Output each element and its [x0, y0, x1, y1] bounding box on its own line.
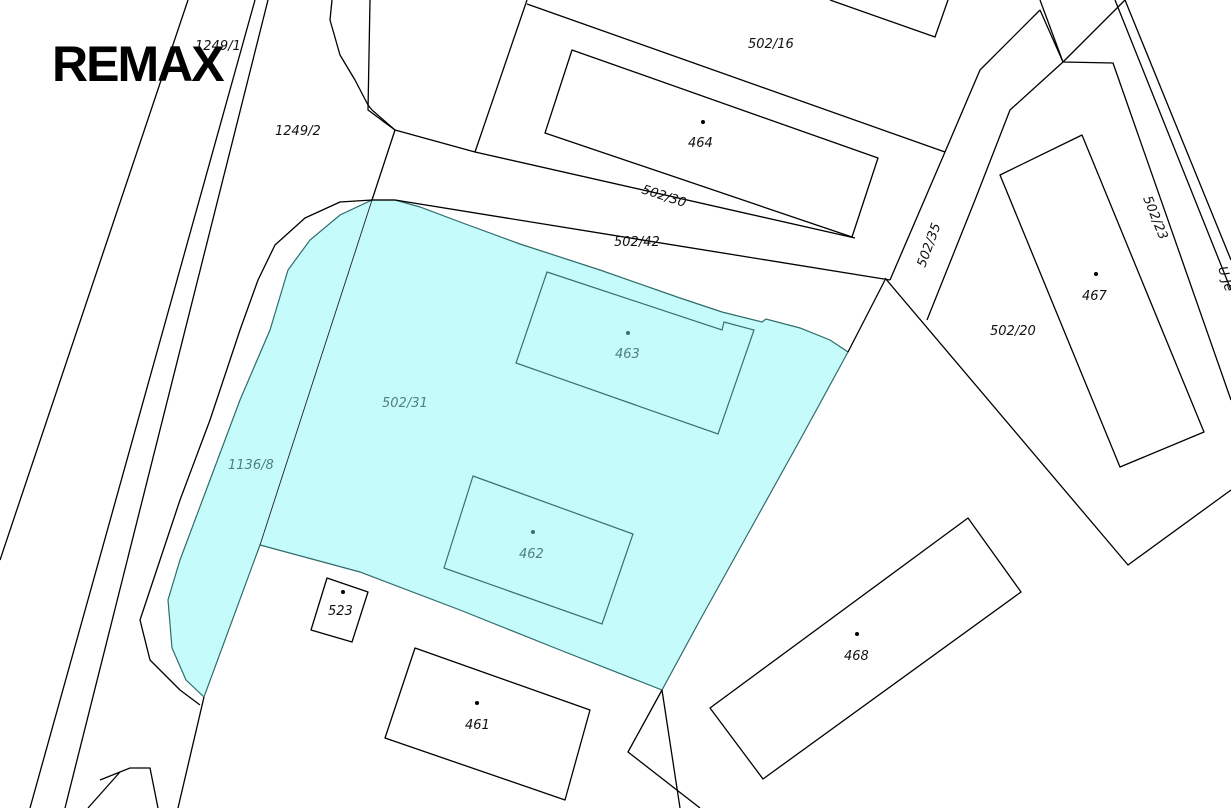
label-parcel-502-30: 502/30 — [640, 183, 688, 211]
boundary-top-right-corner — [1062, 0, 1126, 63]
marker-462 — [531, 530, 535, 534]
label-parcel-1249-1: 1249/1 — [195, 39, 241, 54]
boundary-lower-mid — [661, 689, 681, 808]
building-523-outline — [310, 577, 369, 643]
building-464-outline — [544, 49, 879, 238]
building-463-outline — [515, 271, 755, 435]
boundary-502-20 — [884, 277, 1231, 566]
label-parcel-502-20: 502/20 — [990, 324, 1036, 339]
parcel-boundary-1136-8 — [259, 199, 373, 546]
highlighted-parcel-area[interactable] — [167, 199, 849, 699]
boundary-lower-right-2 — [627, 689, 701, 808]
label-parcel-1136-8: 1136/8 — [228, 458, 274, 473]
label-parcel-502-35: 502/35 — [915, 221, 945, 269]
marker-463 — [626, 331, 630, 335]
building-467-outline — [999, 134, 1205, 468]
remax-logo: REMAX — [52, 36, 224, 92]
bottom-left-curve — [99, 767, 159, 808]
marker-461 — [475, 701, 479, 705]
boundary-502-30-bottom — [372, 199, 891, 281]
boundary-502-23-mid — [1039, 0, 1064, 63]
boundary-502-16-left — [474, 0, 528, 153]
boundary-502-35-left — [889, 151, 946, 281]
label-parcel-502-16: 502/16 — [748, 37, 794, 52]
label-building-523: 523 — [328, 604, 353, 619]
label-building-461: 461 — [465, 718, 490, 733]
marker-467 — [1094, 272, 1098, 276]
boundary-top-right-block — [829, 0, 949, 38]
road-edge-2 — [29, 0, 256, 808]
boundary-502-16-right — [944, 9, 1041, 153]
marker-464 — [701, 120, 705, 124]
boundary-1249-2-right — [367, 0, 396, 201]
building-461-outline — [384, 647, 591, 801]
label-parcel-502-31: 502/31 — [382, 396, 428, 411]
label-building-467: 467 — [1082, 289, 1108, 304]
path-curve-top — [329, 0, 396, 131]
label-building-468: 468 — [844, 649, 869, 664]
boundary-lower-right-1 — [847, 279, 886, 353]
bottom-left-curve-2 — [87, 771, 121, 808]
boundary-502-23-right — [1124, 0, 1231, 261]
road-edge-3 — [64, 0, 269, 808]
label-parcel-502-23: 502/23 — [1139, 194, 1170, 242]
boundary-502-35-right — [926, 61, 1064, 321]
building-462-outline — [443, 475, 634, 625]
label-building-463: 463 — [615, 347, 640, 362]
boundary-lower-left — [177, 696, 205, 808]
marker-523 — [341, 590, 345, 594]
building-468-outline — [709, 517, 1022, 780]
label-parcel-1249-2: 1249/2 — [275, 124, 321, 139]
boundary-502-30-top — [394, 129, 856, 239]
road-edge-1 — [0, 0, 189, 561]
label-building-464: 464 — [688, 136, 713, 151]
label-street-name: U Je — [1214, 265, 1231, 294]
boundary-502-23-far — [1114, 0, 1231, 291]
boundary-502-23-left — [1039, 9, 1231, 401]
label-building-462: 462 — [519, 547, 544, 562]
boundary-502-16-top — [526, 3, 946, 153]
label-parcel-502-42: 502/42 — [614, 235, 660, 250]
path-curve-left — [139, 199, 373, 706]
marker-468 — [855, 632, 859, 636]
